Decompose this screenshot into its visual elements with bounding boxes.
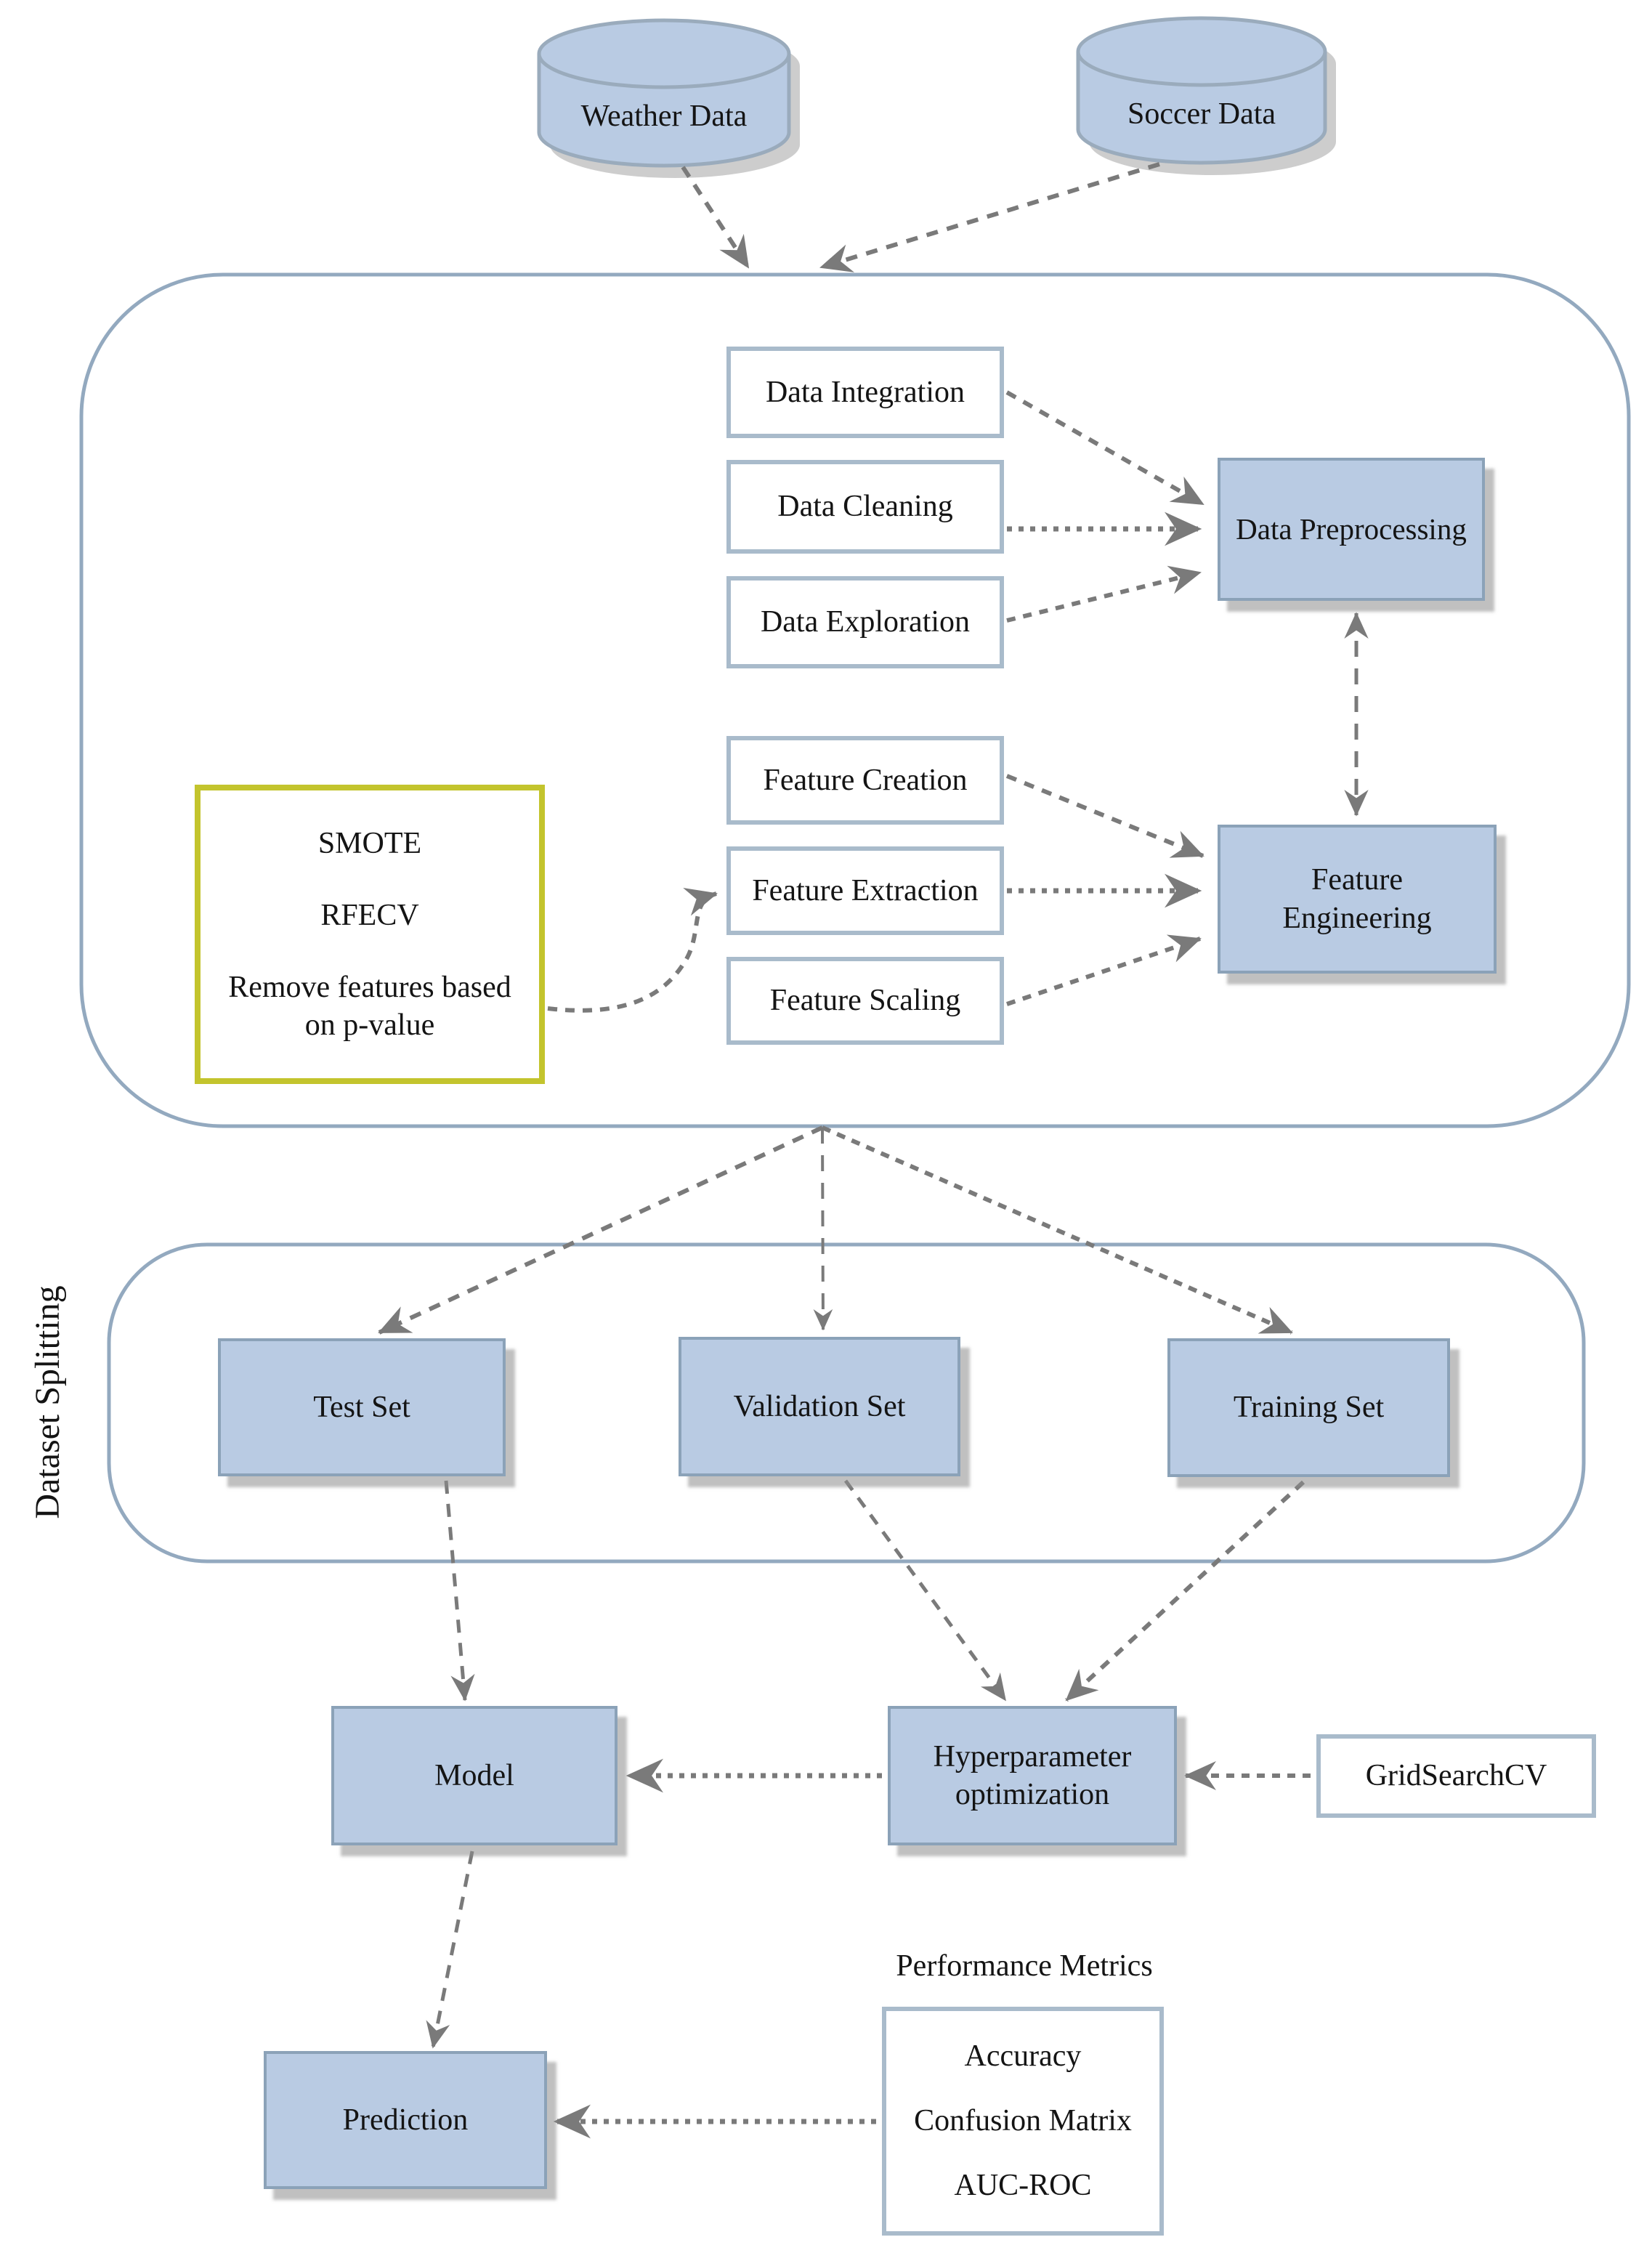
performance-metrics-title: Performance Metrics	[896, 1949, 1153, 1983]
accuracy-label: Accuracy	[964, 2039, 1082, 2074]
node-test-set: Test Set	[218, 1338, 506, 1476]
node-data-cleaning: Data Cleaning	[726, 460, 1004, 554]
node-data-preprocessing: Data Preprocessing	[1218, 458, 1485, 601]
smote-label: SMOTE	[317, 826, 422, 860]
arrow-scaling-to-engineering	[1006, 934, 1202, 1006]
arrow-exploration-to-preprocessing	[1006, 565, 1202, 623]
arrow-weather-to-stage	[681, 166, 750, 269]
arrow-stage-to-training-set	[821, 1125, 1293, 1335]
arrow-creation-to-engineering	[1005, 774, 1204, 858]
confusion-matrix-label: Confusion Matrix	[914, 2104, 1132, 2138]
weather-data-label: Weather Data	[580, 99, 748, 133]
remove-features-label: Remove features based on p-value	[228, 970, 511, 1043]
node-data-exploration: Data Exploration	[726, 576, 1004, 668]
auc-roc-label: AUC-ROC	[954, 2169, 1092, 2203]
rfecv-label: RFECV	[320, 898, 419, 932]
node-model: Model	[331, 1706, 618, 1845]
node-feature-engineering: Feature Engineering	[1218, 825, 1497, 974]
arrow-validation-to-hyperparameter	[843, 1479, 1008, 1702]
arrow-stage-to-test-set	[378, 1125, 824, 1335]
node-data-integration: Data Integration	[726, 347, 1004, 438]
arrow-smote-to-extraction	[547, 888, 718, 1013]
node-training-set: Training Set	[1167, 1338, 1450, 1477]
dataset-splitting-container	[107, 1242, 1586, 1564]
arrow-training-to-hyperparameter	[1064, 1480, 1305, 1702]
node-performance-metrics-box: Accuracy Confusion Matrix AUC-ROC	[882, 2007, 1164, 2236]
node-hyperparameter-optimization: Hyperparameter optimization	[888, 1706, 1177, 1845]
node-feature-creation: Feature Creation	[726, 736, 1004, 825]
node-prediction: Prediction	[264, 2051, 547, 2189]
dataset-splitting-label: Dataset Splitting	[28, 1285, 67, 1519]
node-feature-extraction: Feature Extraction	[726, 846, 1004, 935]
soccer-data-label: Soccer Data	[1127, 97, 1276, 131]
arrow-group	[378, 162, 1369, 2139]
arrow-model-to-prediction	[426, 1851, 474, 2049]
arrow-integration-to-preprocessing	[1005, 390, 1204, 506]
arrow-soccer-to-stage	[819, 162, 1160, 272]
arrow-test-to-model	[444, 1480, 475, 1702]
node-feature-scaling: Feature Scaling	[726, 957, 1004, 1045]
node-gridsearchcv: GridSearchCV	[1316, 1734, 1596, 1818]
node-validation-set: Validation Set	[679, 1337, 960, 1476]
arrow-stage-to-validation-set	[813, 1127, 833, 1331]
weather-database-cylinder-icon	[537, 18, 800, 178]
preprocessing-stage-container	[79, 272, 1631, 1128]
soccer-database-cylinder-icon	[1076, 16, 1336, 175]
node-feature-selection-techniques: SMOTE RFECV Remove features based on p-v…	[195, 785, 545, 1084]
